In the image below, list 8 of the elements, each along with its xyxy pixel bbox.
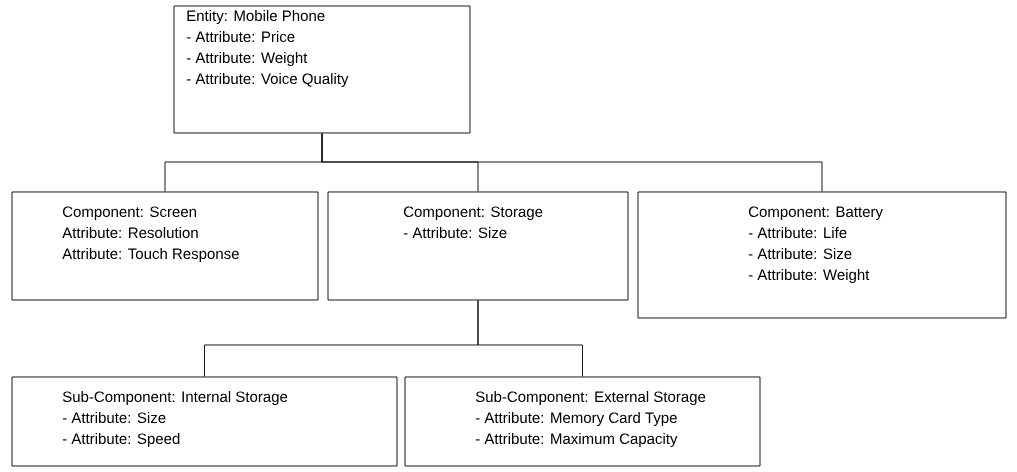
component-box: Component: Screen Attribute: Resolution Attribute: Touch Response: [11, 191, 319, 301]
connector-line: [321, 133, 823, 192]
connector-line: [477, 300, 583, 377]
component-box: Entity: Mobile Phone - Attribute: Price - Attribute: Weight - Attribute: Voice Quality: [173, 5, 471, 134]
component-box: Sub-Component: Internal Storage - Attribute: Size - Attribute: Speed: [11, 376, 398, 467]
component-box: Component: Battery - Attribute: Life - Attribute: Size - Attribute: Weight: [637, 191, 1007, 319]
component-box: Component: Storage - Attribute: Size: [327, 191, 629, 301]
component-box: Sub-Component: External Storage - Attribute: Memory Card Type - Attribute: Maximum Capacity: [404, 376, 761, 467]
